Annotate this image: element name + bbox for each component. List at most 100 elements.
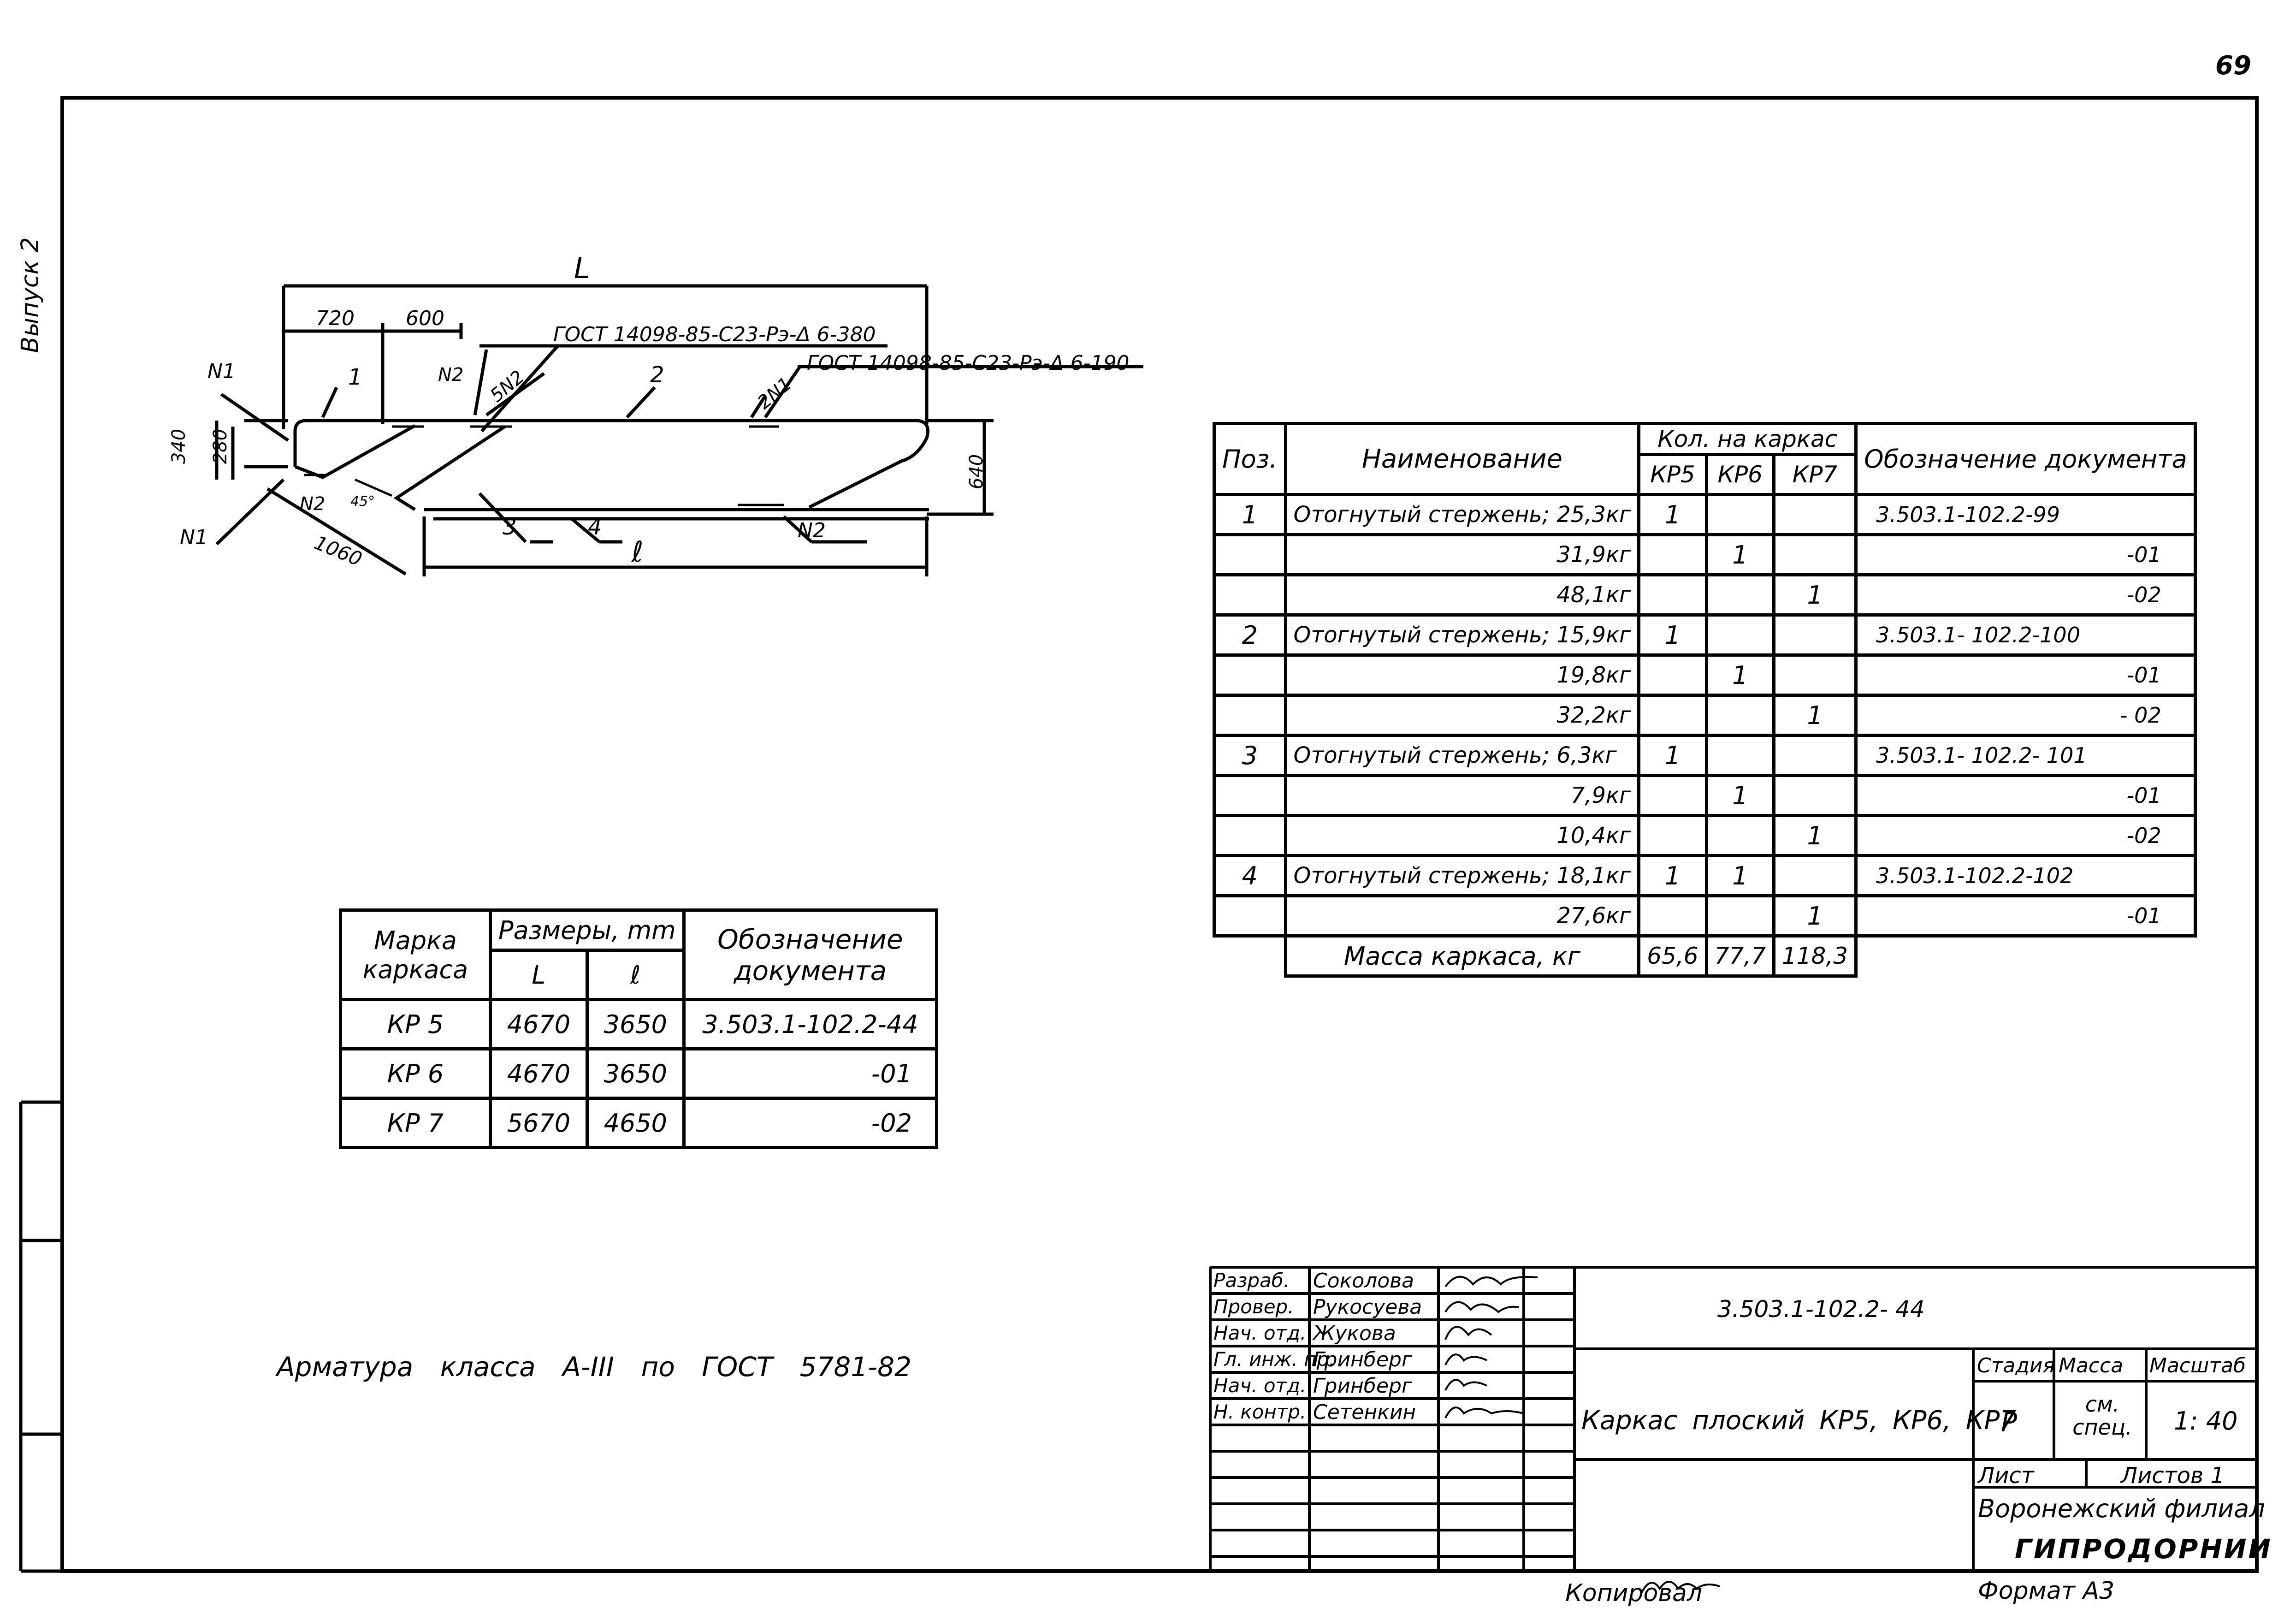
spec-header-kp7: КР7 xyxy=(1772,453,1858,496)
copied-by: Копировал xyxy=(1565,1579,1703,1607)
mass-value: см. спец. xyxy=(2072,1392,2132,1440)
sizes-header-L: L xyxy=(489,949,589,1001)
sizes-cell-l: 3650 xyxy=(585,1047,686,1100)
spec-cell-name: Отогнутый стержень; 6,3кг xyxy=(1284,734,1641,777)
dim-340: 340 xyxy=(168,428,190,464)
bar-3 xyxy=(393,425,506,511)
spec-header-pos: Поз. xyxy=(1213,422,1287,496)
spec-cell-kp6: 1 xyxy=(1704,533,1775,576)
spec-total-label: Масса каркаса, кг xyxy=(1284,934,1641,978)
angle-label: 45° xyxy=(350,493,375,510)
stamp-name: Жукова xyxy=(1313,1322,1396,1345)
spec-cell-kp6: 1 xyxy=(1704,653,1775,697)
spec-cell-kp6: 1 xyxy=(1704,774,1775,817)
stage-value: Р xyxy=(2001,1406,2017,1438)
spec-cell-name: Отогнутый стержень; 18,1кг xyxy=(1284,854,1641,897)
scale-value: 1: 40 xyxy=(2174,1406,2238,1436)
spec-cell-name: 7,9кг xyxy=(1284,774,1641,817)
spec-cell-name: 27,6кг xyxy=(1284,894,1641,938)
sizes-cell-L: 4670 xyxy=(489,1047,589,1100)
spec-cell-kp5: 1 xyxy=(1637,854,1708,897)
stamp-name: Гринберг xyxy=(1313,1374,1413,1398)
spec-header-kp5: КР5 xyxy=(1637,453,1708,496)
sizes-cell-doc: 3.503.1-102.2-44 xyxy=(682,998,939,1050)
spec-cell-name: 10,4кг xyxy=(1284,814,1641,857)
spec-cell-pos xyxy=(1213,653,1287,697)
spec-cell-kp5: 1 xyxy=(1637,734,1708,777)
sizes-cell-l: 3650 xyxy=(585,998,686,1050)
sizes-cell-mark: КР 7 xyxy=(339,1097,492,1149)
spec-cell-name: 32,2кг xyxy=(1284,694,1641,737)
sheet-frame xyxy=(60,96,2259,1573)
sizes-cell-doc: -01 xyxy=(682,1047,939,1100)
label-n1-top: N1 xyxy=(207,360,236,383)
spec-cell-pos: 4 xyxy=(1213,854,1287,897)
spec-cell-kp6 xyxy=(1704,814,1775,857)
spec-header-doc: Обозначение документа xyxy=(1854,422,2197,496)
stamp-name: Рукосуева xyxy=(1313,1295,1422,1319)
stamp-role: Гл. инж. пр. xyxy=(1213,1348,1335,1371)
spec-header-name: Наименование xyxy=(1284,422,1641,496)
spec-cell-doc: -01 xyxy=(1854,894,2197,938)
spec-cell-doc: -01 xyxy=(1854,774,2197,817)
sizes-cell-L: 4670 xyxy=(489,998,589,1050)
dim-600: 600 xyxy=(406,307,444,330)
side-label: Выпуск 2 xyxy=(16,237,44,353)
spec-cell-pos: 3 xyxy=(1213,734,1287,777)
label-n2-top: N2 xyxy=(438,364,464,386)
spec-cell-name: 19,8кг xyxy=(1284,653,1641,697)
scale-label: Масштаб xyxy=(2149,1354,2246,1377)
spec-cell-kp5 xyxy=(1637,653,1708,697)
spec-header-qty: Кол. на каркас xyxy=(1637,422,1858,456)
sizes-cell-L: 5670 xyxy=(489,1097,589,1149)
spec-cell-kp7 xyxy=(1772,613,1858,657)
weld-spec-2: ГОСТ 14098-85-С23-Рэ-Δ 6-190 xyxy=(807,351,1130,375)
sheets-label: Листов 1 xyxy=(2121,1463,2225,1489)
spec-cell-kp7 xyxy=(1772,774,1858,817)
frame-drawing xyxy=(215,284,1143,576)
spec-cell-doc: -02 xyxy=(1854,814,2197,857)
sizes-cell-doc: -02 xyxy=(682,1097,939,1149)
spec-cell-kp6 xyxy=(1704,613,1775,657)
dim-l: ℓ xyxy=(632,535,644,569)
signatures xyxy=(1444,1276,1720,1594)
spec-cell-kp7 xyxy=(1772,734,1858,777)
spec-cell-kp7 xyxy=(1772,653,1858,697)
spec-cell-doc: -01 xyxy=(1854,653,2197,697)
spec-cell-kp5 xyxy=(1637,814,1708,857)
spec-cell-kp7 xyxy=(1772,533,1858,576)
spec-total-kp6: 77,7 xyxy=(1704,934,1775,978)
spec-cell-kp6 xyxy=(1704,493,1775,536)
dim-L: L xyxy=(574,251,590,285)
reinforcement-note: Арматура класса А-III по ГОСТ 5781-82 xyxy=(277,1351,911,1383)
spec-cell-kp6 xyxy=(1704,734,1775,777)
spec-cell-doc: 3.503.1- 102.2-100 xyxy=(1854,613,2197,657)
spec-cell-kp7: 1 xyxy=(1772,814,1858,857)
sizes-cell-mark: КР 6 xyxy=(339,1047,492,1100)
org-line-2: ГИПРОДОРНИИ xyxy=(2015,1533,2272,1565)
spec-cell-kp7 xyxy=(1772,854,1858,897)
spec-cell-kp6: 1 xyxy=(1704,854,1775,897)
sizes-header-doc: Обозначение документа xyxy=(682,908,939,1001)
weld-marks xyxy=(304,425,784,506)
sizes-header-sizes: Размеры, mm xyxy=(489,908,686,952)
bar-2 xyxy=(293,419,929,509)
spec-cell-name: 31,9кг xyxy=(1284,533,1641,576)
stamp-role: Провер. xyxy=(1213,1295,1294,1318)
spec-cell-kp5: 1 xyxy=(1637,613,1708,657)
page-number: 69 xyxy=(2215,51,2251,81)
format-label: Формат А3 xyxy=(1978,1577,2115,1605)
spec-table: Поз. Наименование Кол. на каркас Обознач… xyxy=(1213,422,2197,978)
stamp-role: Разраб. xyxy=(1213,1269,1290,1292)
label-n2-bottom-right: N2 xyxy=(798,519,826,542)
spec-cell-kp6 xyxy=(1704,573,1775,617)
sizes-header-l: ℓ xyxy=(585,949,686,1001)
spec-cell-kp5 xyxy=(1637,894,1708,938)
spec-cell-pos: 1 xyxy=(1213,493,1287,536)
label-pos3: 3 xyxy=(503,514,517,540)
